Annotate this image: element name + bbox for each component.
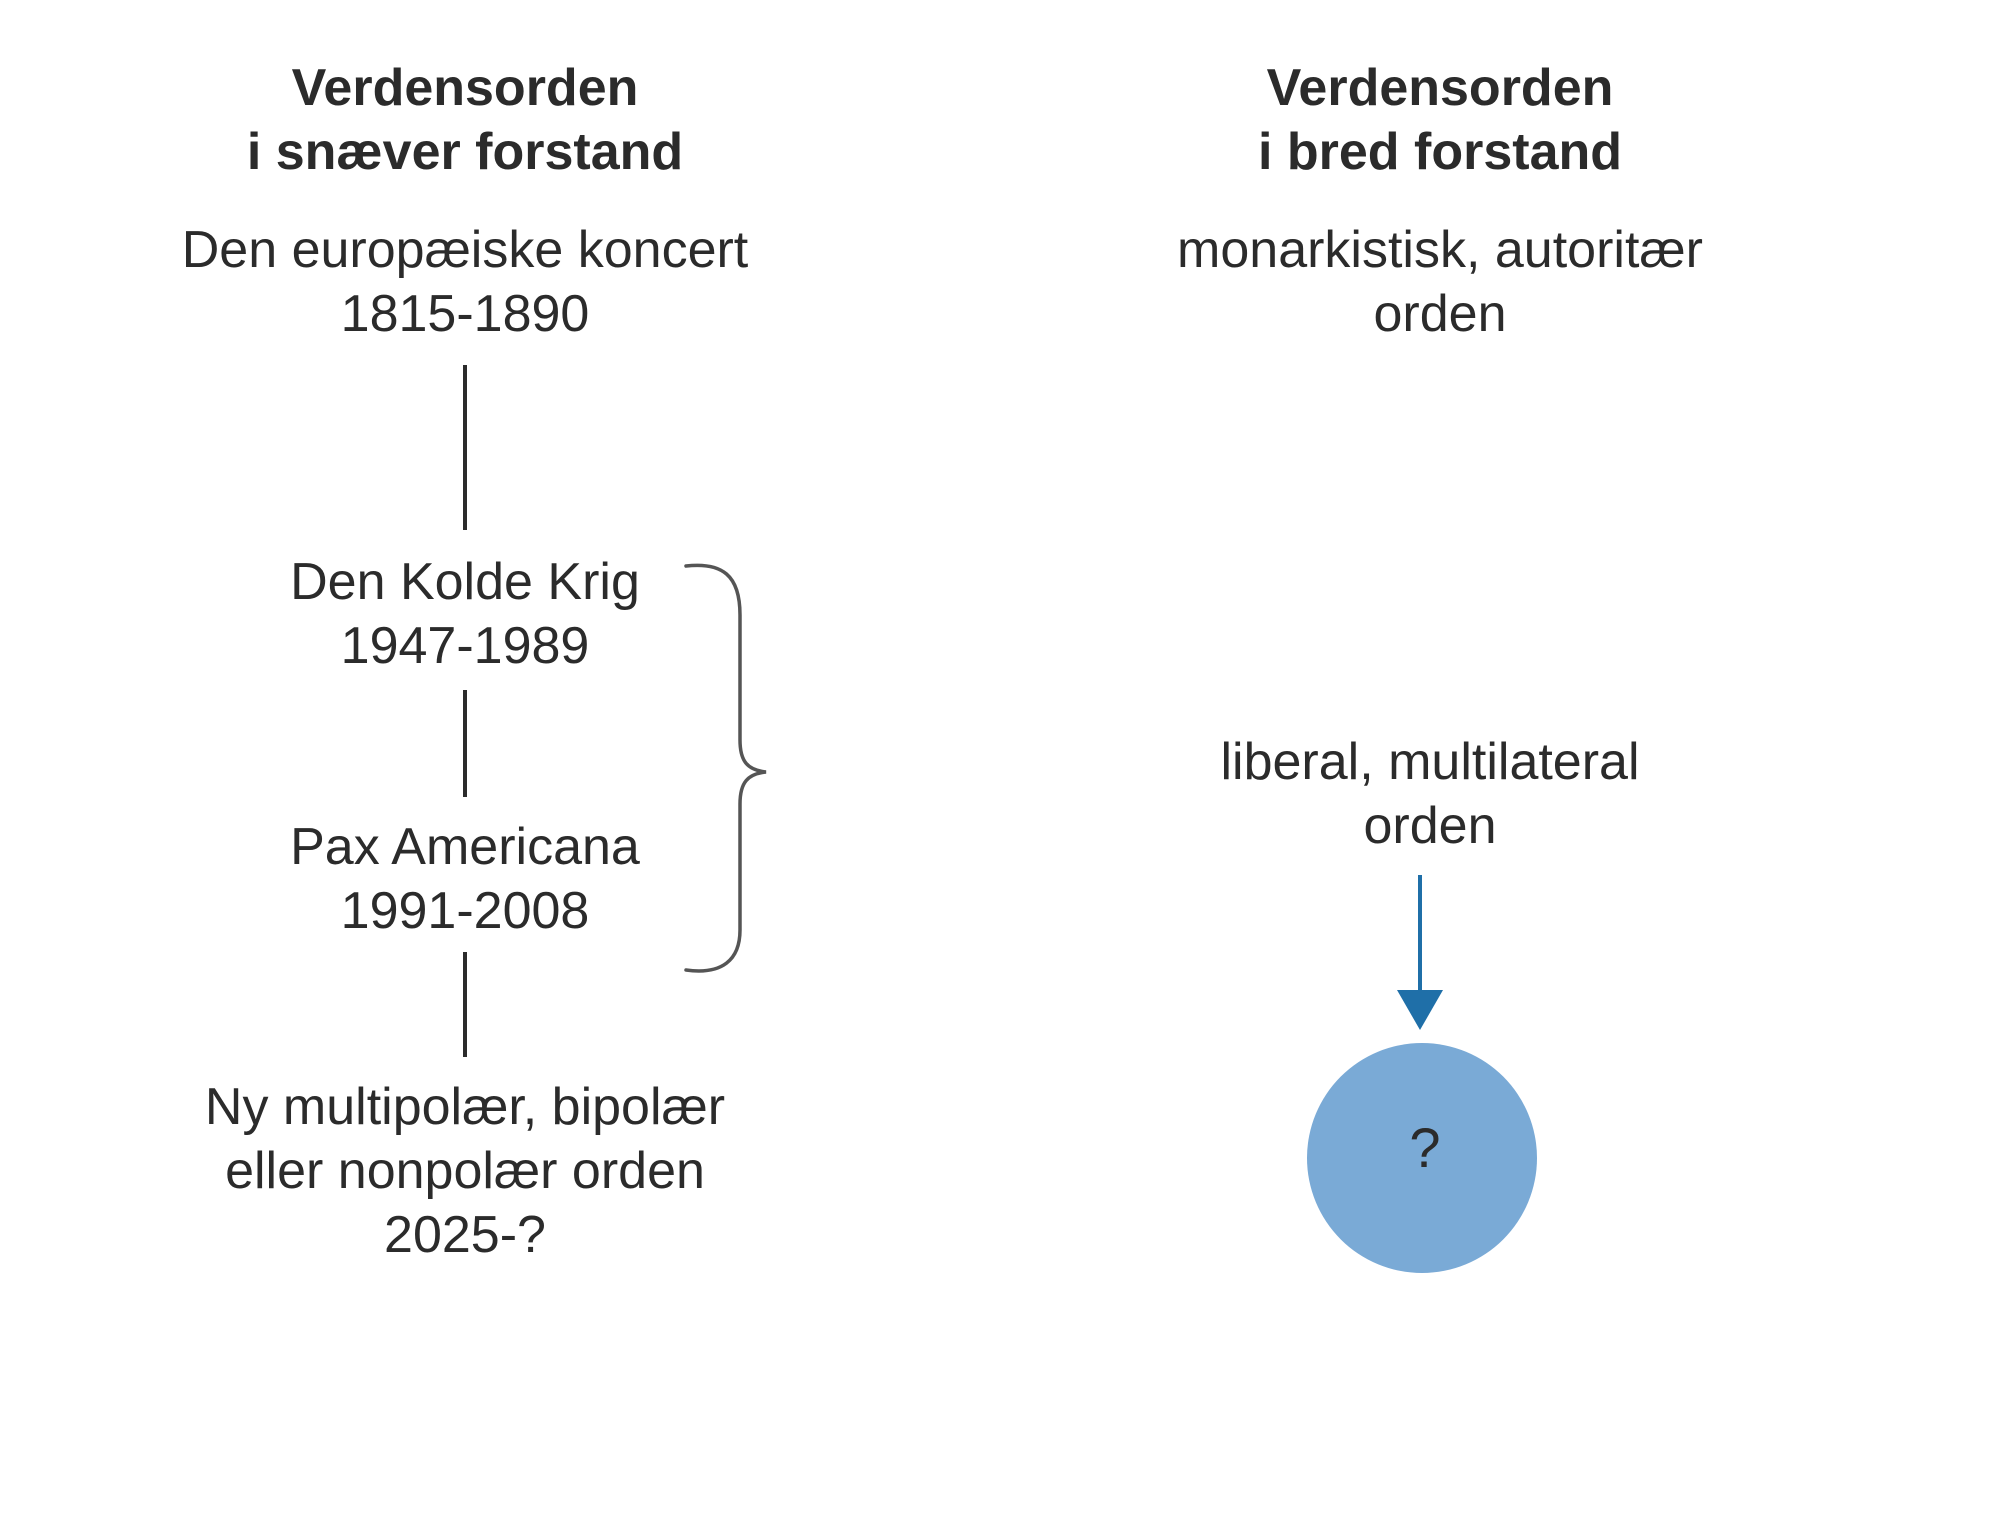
left-heading-line-2: i snæver forstand bbox=[246, 123, 684, 181]
node-liberal-order: liberal, multilateral orden bbox=[1080, 730, 1780, 858]
node-label-line-2: orden bbox=[1373, 285, 1507, 343]
node-label: Den Kolde Krig bbox=[290, 553, 640, 611]
right-column-heading: Verdensorden i bred forstand bbox=[1080, 56, 1800, 184]
node-label-line-1: Ny multipolær, bipolær bbox=[204, 1078, 726, 1136]
right-heading-line-2: i bred forstand bbox=[1257, 123, 1623, 181]
node-label-line-1: monarkistisk, autoritær bbox=[1177, 221, 1703, 279]
down-arrow-head-icon bbox=[1397, 990, 1443, 1030]
node-period: 1815-1890 bbox=[340, 285, 590, 343]
left-column-heading: Verdensorden i snæver forstand bbox=[160, 56, 770, 184]
node-period: 1991-2008 bbox=[340, 882, 590, 940]
left-heading-line-1: Verdensorden bbox=[291, 59, 639, 117]
node-label-line-1: liberal, multilateral bbox=[1220, 733, 1640, 791]
node-monarchist-order: monarkistisk, autoritær orden bbox=[1080, 218, 1800, 346]
node-period: 1947-1989 bbox=[340, 617, 590, 675]
node-new-order: Ny multipolær, bipolær eller nonpolær or… bbox=[160, 1075, 770, 1267]
unknown-order-circle bbox=[1307, 1043, 1537, 1273]
node-pax-americana: Pax Americana 1991-2008 bbox=[160, 815, 770, 943]
node-label-line-2: eller nonpolær orden bbox=[225, 1142, 705, 1200]
circle-question-mark: ? bbox=[1409, 1116, 1441, 1179]
node-label: Den europæiske koncert bbox=[181, 221, 749, 279]
node-label: Pax Americana bbox=[290, 818, 640, 876]
right-heading-line-1: Verdensorden bbox=[1266, 59, 1614, 117]
node-cold-war: Den Kolde Krig 1947-1989 bbox=[160, 550, 770, 678]
node-period: 2025-? bbox=[384, 1206, 546, 1264]
node-label-line-2: orden bbox=[1363, 797, 1497, 855]
node-european-concert: Den europæiske koncert 1815-1890 bbox=[160, 218, 770, 346]
curly-brace bbox=[684, 563, 767, 973]
